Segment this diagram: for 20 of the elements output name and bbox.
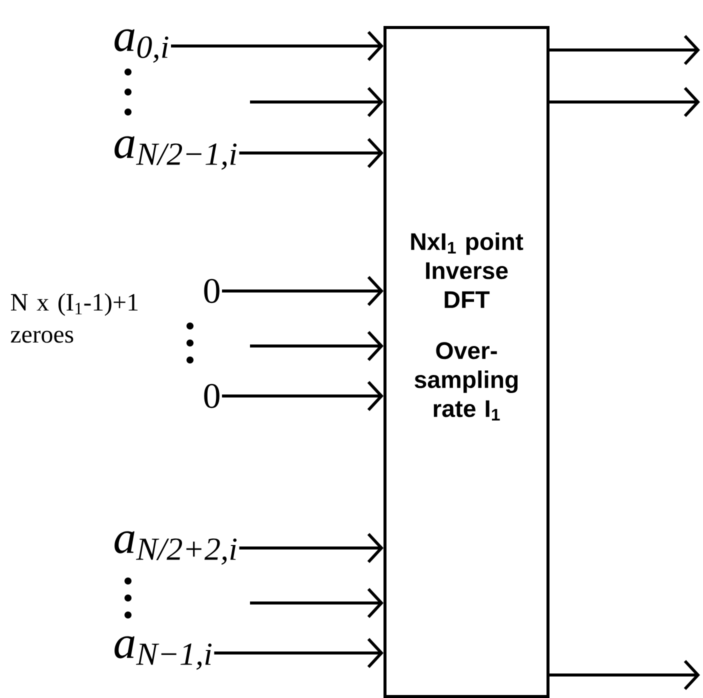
signal-label: a$_{N/2+2,i}$ — [114, 531, 237, 565]
arrow — [250, 588, 384, 618]
arrow — [239, 532, 384, 564]
arrow — [239, 138, 384, 168]
arrow — [250, 330, 384, 362]
arrow — [222, 380, 384, 412]
arrow — [250, 86, 384, 118]
arrow — [550, 34, 700, 66]
arrow — [550, 86, 700, 118]
signal-label: 0 — [204, 384, 220, 408]
signal-label: a$_{0,i}$ — [114, 29, 168, 63]
arrow — [222, 276, 384, 306]
process-box: NxI$_{1}$ point Inverse DFT Over-sampling rate I$_{1}$ — [384, 26, 550, 698]
arrow — [171, 30, 384, 62]
arrow — [214, 638, 384, 668]
signal-label: a$_{N/2−1,i}$ — [114, 136, 237, 170]
note-label: N x (I$_{1}$-1)+1 zeroes — [10, 293, 138, 343]
signal-label: a$_{N−1,i}$ — [114, 636, 212, 670]
signal-label: 0 — [204, 278, 220, 304]
arrow — [550, 660, 700, 690]
